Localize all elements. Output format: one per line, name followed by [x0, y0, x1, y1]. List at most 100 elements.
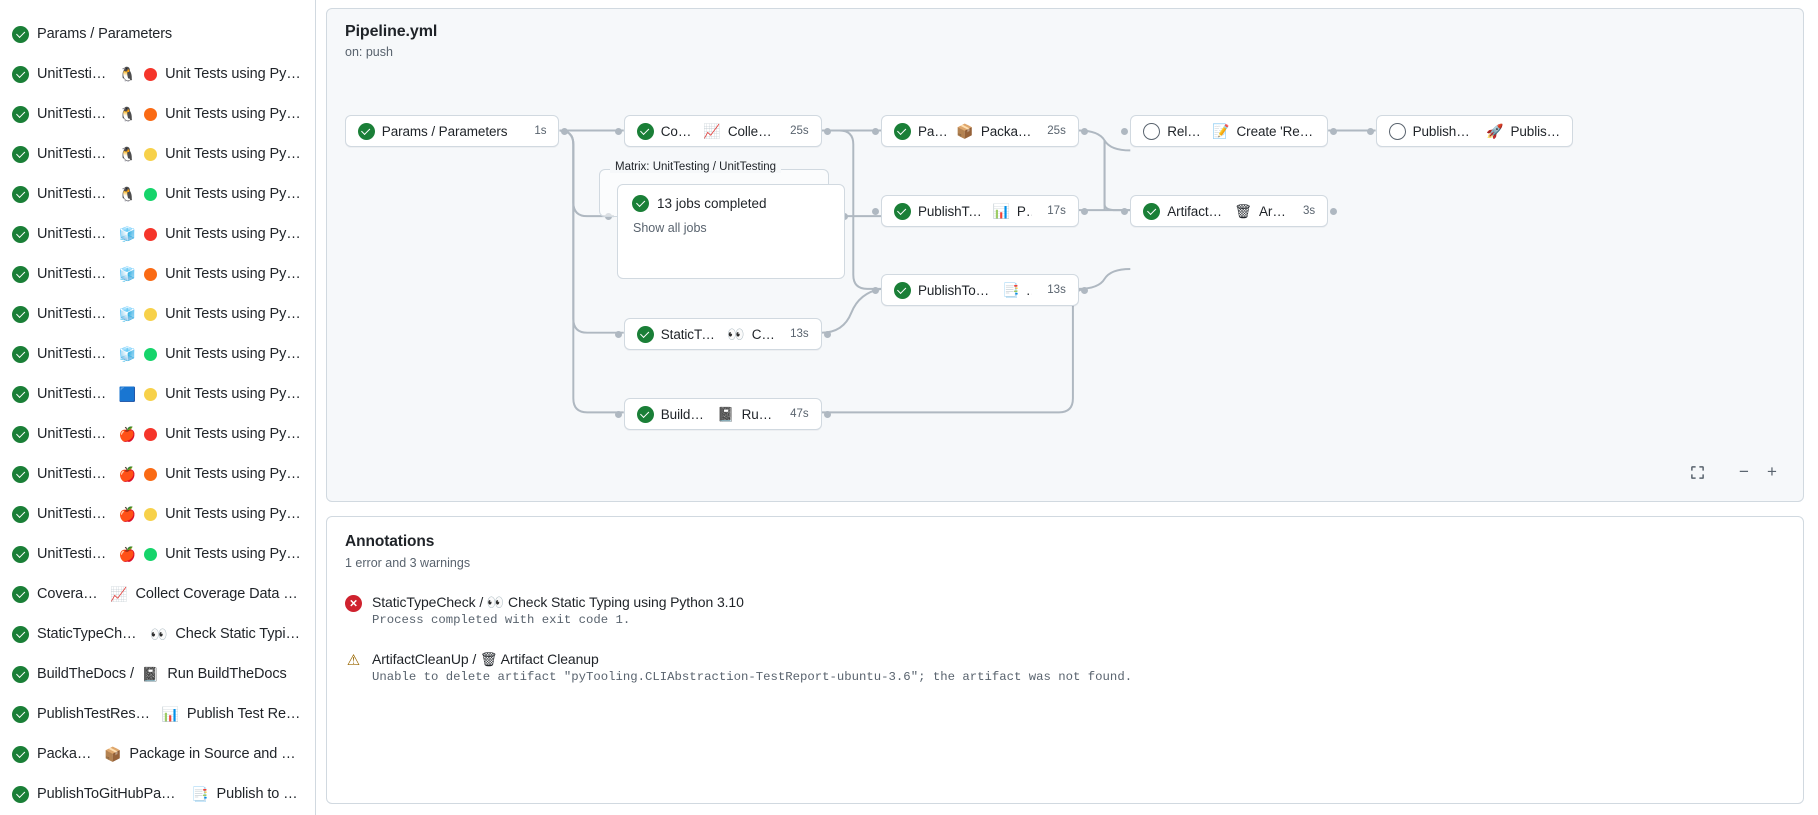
sidebar-job-step-label: Unit Tests using Pyth...	[165, 106, 301, 122]
status-success-icon	[12, 225, 29, 243]
annotation-error-icon	[345, 595, 362, 627]
sidebar-job-item[interactable]: PublishToGitHubPages / 📑Publish to G...	[4, 774, 311, 814]
sidebar-job-label: UnitTesting /	[37, 346, 111, 362]
sidebar-job-label: UnitTesting /	[37, 386, 111, 402]
sidebar-job-item[interactable]: Coverage / 📈Collect Coverage Data usi...	[4, 574, 311, 614]
graph-node-statictype[interactable]: StaticTypeCheck / 👀Chec...13s	[623, 318, 822, 350]
status-success-icon	[12, 625, 29, 643]
matrix-summary: 13 jobs completed	[657, 196, 767, 211]
annotation-warning-icon: ⚠	[346, 652, 361, 669]
sidebar-job-item[interactable]: StaticTypeCheck / 👀Check Static Typing..…	[4, 614, 311, 654]
sidebar-job-step-label: Run BuildTheDocs	[167, 666, 287, 682]
status-pending-icon	[1388, 122, 1406, 140]
graph-node-publishpypi[interactable]: PublishOnPyPI / 🚀Publish to ...	[1375, 115, 1574, 147]
job-emoji-icon: 🐧	[118, 186, 137, 202]
python-version-dot-icon	[144, 67, 158, 81]
sidebar-job-item[interactable]: UnitTesting / 🧊Unit Tests using Pyth...	[4, 214, 311, 254]
graph-node-duration: 1s	[534, 125, 547, 137]
graph-node-publishpages[interactable]: PublishToGitHubPages / 📑...13s	[880, 274, 1079, 306]
graph-node-emoji-icon: 🚀	[1486, 123, 1504, 139]
graph-node-connector-pin	[1121, 127, 1129, 135]
sidebar-job-label: UnitTesting /	[37, 106, 111, 122]
matrix-group-label: Matrix: UnitTesting / UnitTesting	[610, 161, 782, 173]
zoom-in-button[interactable]: +	[1759, 459, 1785, 485]
job-emoji-icon: 📊	[161, 706, 179, 722]
job-emoji-icon: 📓	[141, 666, 160, 682]
graph-node-publishtest[interactable]: PublishTestResults / 📊Pu...17s	[880, 195, 1079, 227]
sidebar-job-item[interactable]: UnitTesting / 🐧Unit Tests using Pyth...	[4, 134, 311, 174]
graph-node-step-label: ...	[1026, 282, 1032, 298]
graph-node-duration: 25s	[1047, 125, 1066, 137]
graph-node-step-label: Publish to ...	[1510, 123, 1560, 139]
sidebar-job-item[interactable]: UnitTesting / 🧊Unit Tests using Pyth...	[4, 294, 311, 334]
annotation-emoji-icon: 🗑	[479, 651, 498, 667]
sidebar-job-item[interactable]: Package / 📦Package in Source and Wh...	[4, 734, 311, 774]
sidebar-job-item[interactable]: UnitTesting / 🧊Unit Tests using Pyth...	[4, 334, 311, 374]
python-version-dot-icon	[144, 427, 158, 441]
sidebar-job-label: UnitTesting /	[37, 306, 111, 322]
sidebar-job-label: PublishToGitHubPages /	[37, 786, 184, 802]
graph-node-artifactclean[interactable]: ArtifactCleanUp / 🗑Artifac...3s	[1130, 195, 1329, 227]
graph-node-connector-pin	[872, 127, 880, 135]
graph-node-builddocs[interactable]: BuildTheDocs / 📓Run Buil...47s	[623, 398, 822, 430]
sidebar-job-step-label: Unit Tests using Pyth...	[165, 226, 301, 242]
job-emoji-icon: 🐧	[118, 106, 137, 122]
python-version-dot-icon	[144, 267, 158, 281]
graph-node-connector-pin	[1080, 286, 1088, 294]
annotation-item: StaticTypeCheck / 👀 Check Static Typing …	[345, 594, 1785, 627]
sidebar-job-step-label: Unit Tests using Pyth...	[165, 506, 301, 522]
zoom-out-button[interactable]: −	[1731, 459, 1757, 485]
graph-node-emoji-icon: 👀	[727, 326, 745, 342]
sidebar-job-label: UnitTesting /	[37, 546, 111, 562]
fit-screen-icon[interactable]	[1684, 459, 1710, 485]
workflow-graph-card: Pipeline.yml on: push	[326, 8, 1804, 502]
graph-node-emoji-icon: 📈	[703, 123, 721, 139]
sidebar-job-item[interactable]: BuildTheDocs / 📓Run BuildTheDocs	[4, 654, 311, 694]
graph-node-duration: 17s	[1047, 205, 1066, 217]
sidebar-job-item[interactable]: UnitTesting / 🍎Unit Tests using Pyth...	[4, 454, 311, 494]
sidebar-job-item[interactable]: UnitTesting / 🐧Unit Tests using Pyth...	[4, 174, 311, 214]
job-emoji-icon: 🧊	[118, 266, 137, 282]
matrix-node[interactable]: 13 jobs completed Show all jobs	[617, 184, 845, 279]
graph-node-job-label: Params / Parameters	[381, 123, 508, 139]
sidebar-job-item[interactable]: UnitTesting / 🐧Unit Tests using Pyth...	[4, 54, 311, 94]
graph-node-release[interactable]: Release / 📝Create 'Release P...	[1130, 115, 1329, 147]
sidebar-job-item[interactable]: Params / Parameters	[4, 14, 311, 54]
graph-node-connector-pin	[823, 410, 831, 418]
job-emoji-icon: 🧊	[118, 346, 137, 362]
sidebar-job-item[interactable]: UnitTesting / 🍎Unit Tests using Pyth...	[4, 534, 311, 574]
job-emoji-icon: 🍎	[118, 546, 137, 562]
graph-node-step-label: Create 'Release P...	[1236, 123, 1316, 139]
sidebar-job-item[interactable]: UnitTesting / 🍎Unit Tests using Pyth...	[4, 414, 311, 454]
python-version-dot-icon	[144, 467, 158, 481]
sidebar-job-item[interactable]: UnitTesting / 🟦Unit Tests using Pyth...	[4, 374, 311, 414]
sidebar-job-label: UnitTesting /	[37, 66, 111, 82]
graph-node-step-label: Collect Cove...	[727, 123, 775, 139]
graph-node-emoji-icon: 📊	[992, 203, 1010, 219]
graph-node-package[interactable]: Package / 📦Package in So...25s	[880, 115, 1079, 147]
graph-node-connector-pin	[823, 330, 831, 338]
graph-node-coverage[interactable]: Coverage / 📈Collect Cove...25s	[623, 115, 822, 147]
sidebar-job-item[interactable]: UnitTesting / 🧊Unit Tests using Pyth...	[4, 254, 311, 294]
sidebar-job-item[interactable]: UnitTesting / 🐧 Unit Tests using Pyth...	[4, 94, 311, 134]
graph-node-connector-pin	[1330, 127, 1338, 135]
show-all-jobs-link[interactable]: Show all jobs	[633, 221, 707, 235]
status-success-icon	[636, 405, 654, 423]
graph-node-duration: 13s	[790, 328, 809, 340]
sidebar-job-item[interactable]: UnitTesting / 🍎Unit Tests using Pyth...	[4, 494, 311, 534]
python-version-dot-icon	[144, 507, 158, 521]
graph-canvas[interactable]: Params / Parameters1sCoverage / 📈Collect…	[327, 9, 1803, 501]
sidebar-job-item[interactable]: PublishTestResults / 📊Publish Test Resu.…	[4, 694, 311, 734]
graph-node-duration: 3s	[1302, 205, 1316, 217]
status-success-icon	[12, 425, 29, 443]
graph-node-params[interactable]: Params / Parameters 1s	[344, 115, 560, 147]
status-success-icon	[12, 745, 29, 763]
graph-node-connector-pin	[1330, 207, 1338, 215]
status-success-icon	[12, 305, 29, 323]
annotations-card: Annotations 1 error and 3 warnings Stati…	[326, 516, 1804, 804]
sidebar-job-step-label: Unit Tests using Pyth...	[165, 66, 301, 82]
sidebar-job-step-label: Unit Tests using Pyth...	[165, 386, 301, 402]
status-success-icon	[893, 202, 911, 220]
job-emoji-icon: 📑	[191, 786, 209, 802]
